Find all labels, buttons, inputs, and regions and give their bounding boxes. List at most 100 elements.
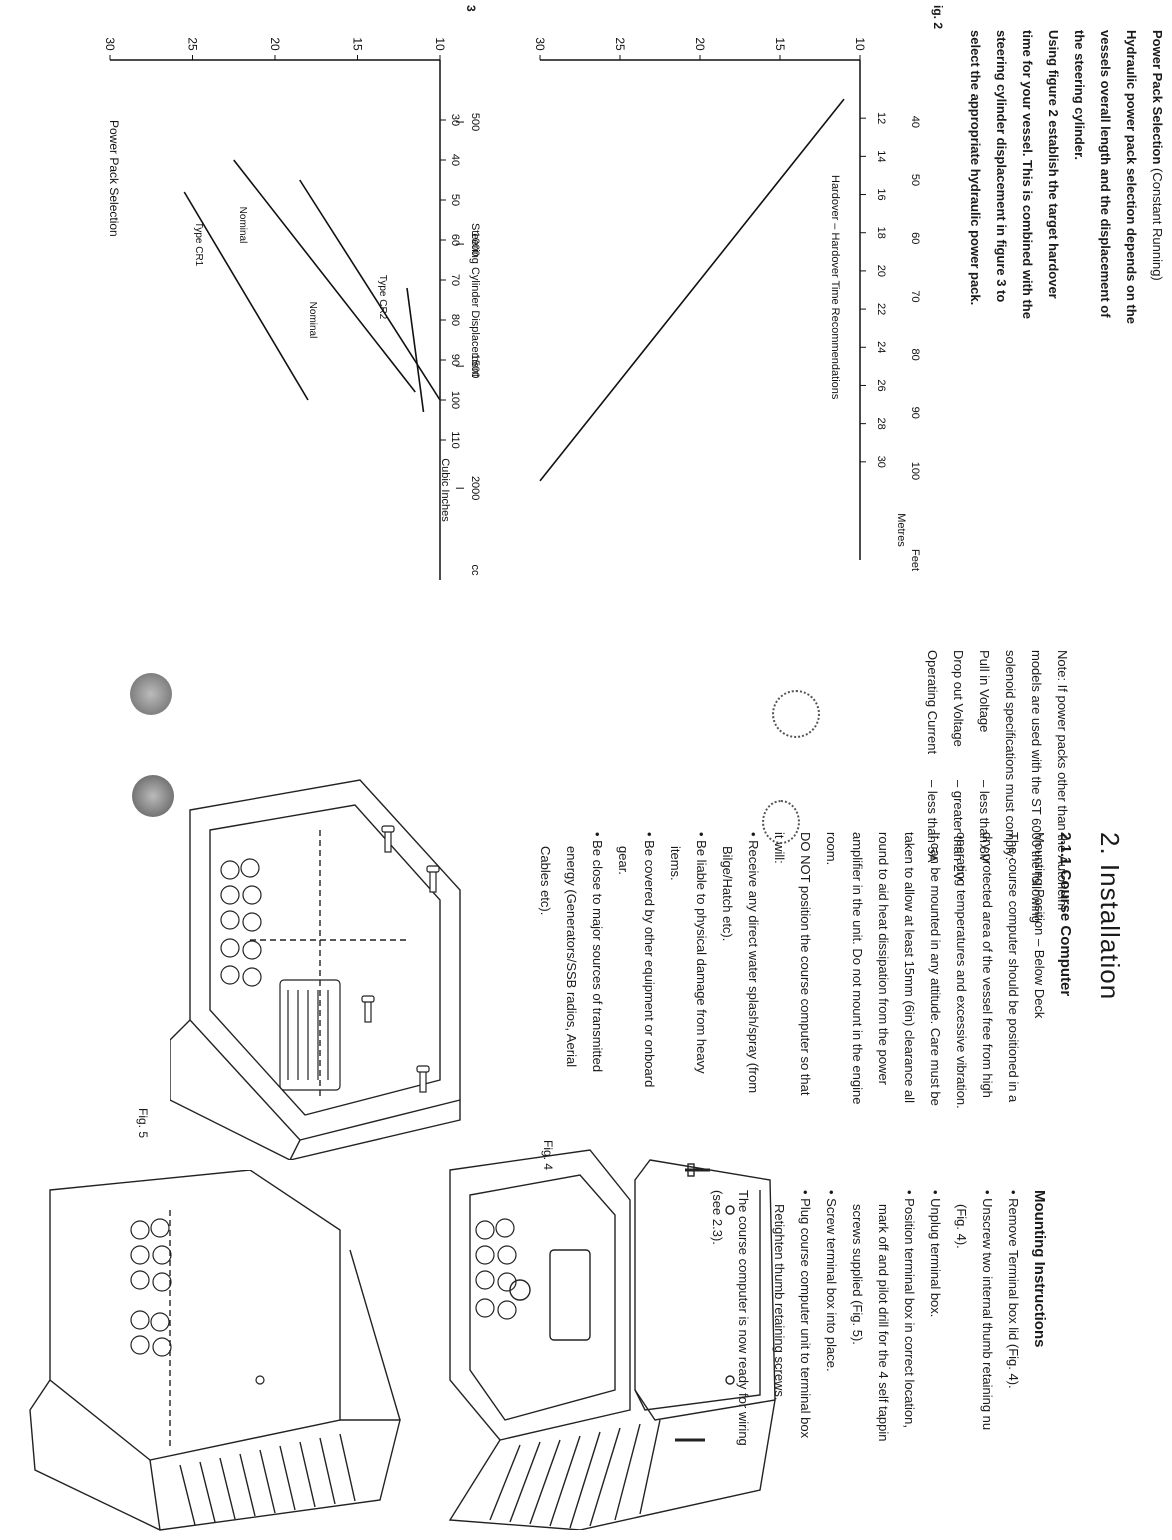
fig2-feet-unit: Feet: [909, 549, 920, 571]
bullet-4-line-3: Cables etc).: [538, 846, 553, 916]
course-computer-subtitle: 2.1.1 Course Computer: [1057, 832, 1074, 997]
fig2-value-tick-label: 10: [853, 37, 867, 51]
power-pack-line-4: Using figure 2 establish the target hard…: [1046, 30, 1061, 299]
fig3-title: Power Pack Selection: [107, 120, 121, 237]
fig2-feet-tick-label: 90: [909, 407, 920, 419]
fig3-line-label: Nominal: [307, 302, 318, 339]
step-4-line-3: screws supplied (Fig. 5).: [850, 1204, 865, 1345]
installation-title: 2. Installation: [1095, 832, 1125, 1001]
fig3-cubic-unit: Cubic Inches: [439, 458, 451, 522]
fig3-cubic-tick-label: 40: [449, 154, 461, 166]
bullet-3-line-1: Be covered by other equipment or onboard: [636, 832, 662, 1109]
fig2-metres-tick-label: 16: [875, 188, 887, 200]
step-3: Unplug terminal box.: [922, 1190, 948, 1446]
install-line-5: taken to allow at least 15mm (6in) clear…: [902, 832, 917, 1103]
punch-hole-4: [762, 800, 800, 844]
install-line-4: It can be mounted in any attitude. Care …: [928, 832, 943, 1106]
fig2-feet-tick-label: 40: [909, 116, 920, 128]
punch-hole-1: [772, 690, 820, 738]
fig2-metres-tick-label: 28: [875, 418, 887, 430]
fig3-line-label: Nominal: [237, 207, 248, 244]
fig3-xlabel: Steering Cylinder Displacement: [469, 223, 480, 377]
fig2-feet-tick-label: 80: [909, 348, 920, 360]
power-pack-line-3: the steering cylinder.: [1072, 30, 1087, 161]
fig3-series-line: [406, 287, 425, 413]
punch-hole-3: [132, 775, 174, 817]
fig2-label: ig. 2: [931, 5, 945, 30]
fig3-cubic-tick-label: 90: [449, 354, 461, 366]
step-4-line-1: Position terminal box in correct locatio…: [896, 1190, 922, 1446]
fig3-series-line: [233, 159, 416, 393]
fig2-feet-tick-label: 60: [909, 232, 920, 244]
fig2-metres-tick-label: 26: [875, 379, 887, 391]
fig4-course-computer-illustration: [448, 1149, 776, 1530]
fig2-chart: 10 15 20 25 30 Hardover – Hardover Time Recom…: [533, 37, 920, 571]
fig3-cubic-tick-label: 100: [449, 391, 461, 409]
step-6-line-1: Plug course computer unit to terminal bo…: [792, 1190, 818, 1446]
fig2-metres-tick-label: 18: [875, 227, 887, 239]
fig2-value-tick-label: 20: [693, 37, 707, 51]
bullet-3-line-2: gear.: [616, 846, 631, 875]
install-line-1: The course computer should be positioned…: [1006, 832, 1021, 1103]
power-pack-text: Power Pack Selection (Constant Running) …: [962, 30, 1170, 324]
fig3-cubic-tick-label: 110: [449, 431, 461, 449]
fig3-cc-tick-label: 1500: [469, 354, 480, 378]
fig3-value-tick-label: 10: [433, 37, 447, 51]
fig3-line-label: Type CR2: [377, 275, 388, 320]
spec-name-2: Drop out Voltage: [951, 650, 966, 747]
power-pack-heading: Power Pack Selection: [1150, 30, 1165, 165]
power-pack-heading-note: (Constant Running): [1150, 168, 1165, 281]
installation-body: 2.1.1 Course Computer Mounting Position …: [532, 832, 1078, 1109]
bullet-2-line-2: items.: [668, 846, 683, 881]
step-5: Screw terminal box into place.: [818, 1190, 844, 1446]
fig3-cc-tick-label: 1000: [469, 232, 480, 256]
fig3-cc-tick-label: 2000: [469, 476, 480, 500]
fig3-cc-tick-label: 500: [469, 113, 480, 131]
fig2-value-tick-label: 15: [773, 37, 787, 51]
install-line-9: DO NOT position the course computer so t…: [798, 832, 813, 1096]
fig2-series-line: [539, 98, 845, 482]
bullet-2-line-1: Be liable to physical damage from heavy: [688, 832, 714, 1109]
install-line-6: round to aid heat dissipation from the p…: [876, 832, 891, 1085]
punch-hole-2: [130, 673, 172, 715]
fig2-feet-tick-label: 70: [909, 290, 920, 302]
mounting-position: Mounting Position – Below Deck: [1032, 832, 1047, 1019]
fig3-cc-unit: cc: [469, 565, 480, 577]
fig2-metres-unit: Metres: [895, 513, 907, 547]
fig2-metres-tick-label: 22: [875, 303, 887, 315]
step-1: Remove Terminal box lid (Fig. 4).: [1000, 1190, 1026, 1446]
power-pack-line-6: steering cylinder displacement in figure…: [994, 30, 1009, 303]
bullet-1-line-2: Bilge/Hatch etc).: [720, 846, 735, 942]
fig3-cubic-tick-label: 30: [449, 114, 461, 126]
fig5-terminal-box-illustration: [170, 779, 461, 1160]
step-2-line-1: Unscrew two internal thumb retaining nu: [974, 1190, 1000, 1446]
fig3-line-label: Type CR1: [193, 222, 204, 267]
course-computer-body-illustration: [29, 1170, 401, 1531]
power-pack-line-7: select the appropriate hydraulic power p…: [968, 30, 983, 306]
power-pack-line-2: vessels overall length and the displacem…: [1098, 30, 1113, 318]
fig5-caption: Fig. 5: [136, 1108, 150, 1139]
bullet-4-line-1: Be close to major sources of transmitted: [584, 832, 610, 1109]
fig3-label: 3: [464, 5, 478, 12]
install-line-10: it will:: [772, 832, 787, 864]
fig3-value-tick-label: 25: [186, 37, 200, 51]
fig3-value-tick-label: 20: [268, 37, 282, 51]
fig3-cubic-tick-label: 80: [449, 314, 461, 326]
install-line-8: room.: [824, 832, 839, 866]
fig3-value-tick-label: 15: [351, 37, 365, 51]
fig3-cubic-tick-label: 70: [449, 274, 461, 286]
spec-name-1: Pull in Voltage: [977, 650, 992, 733]
mounting-title: Mounting Instructions: [1031, 1190, 1048, 1348]
install-line-7: amplifier in the unit. Do not mount in t…: [850, 832, 865, 1105]
fig3-cubic-tick-label: 50: [449, 194, 461, 206]
fig2-value-tick-label: 25: [613, 37, 627, 51]
fig2-title: Hardover – Hardover Time Recommendations: [829, 175, 841, 400]
fig3-value-tick-label: 30: [103, 37, 117, 51]
install-line-2: dry protected area of the vessel free fr…: [980, 832, 995, 1098]
fig2-metres-tick-label: 24: [875, 341, 887, 353]
power-pack-line-5: time for your vessel. This is combined w…: [1020, 30, 1035, 319]
fig3-cubic-tick-label: 60: [449, 234, 461, 246]
fig2-metres-tick-label: 30: [875, 456, 887, 468]
spec-name-3: Operating Current: [925, 650, 940, 755]
